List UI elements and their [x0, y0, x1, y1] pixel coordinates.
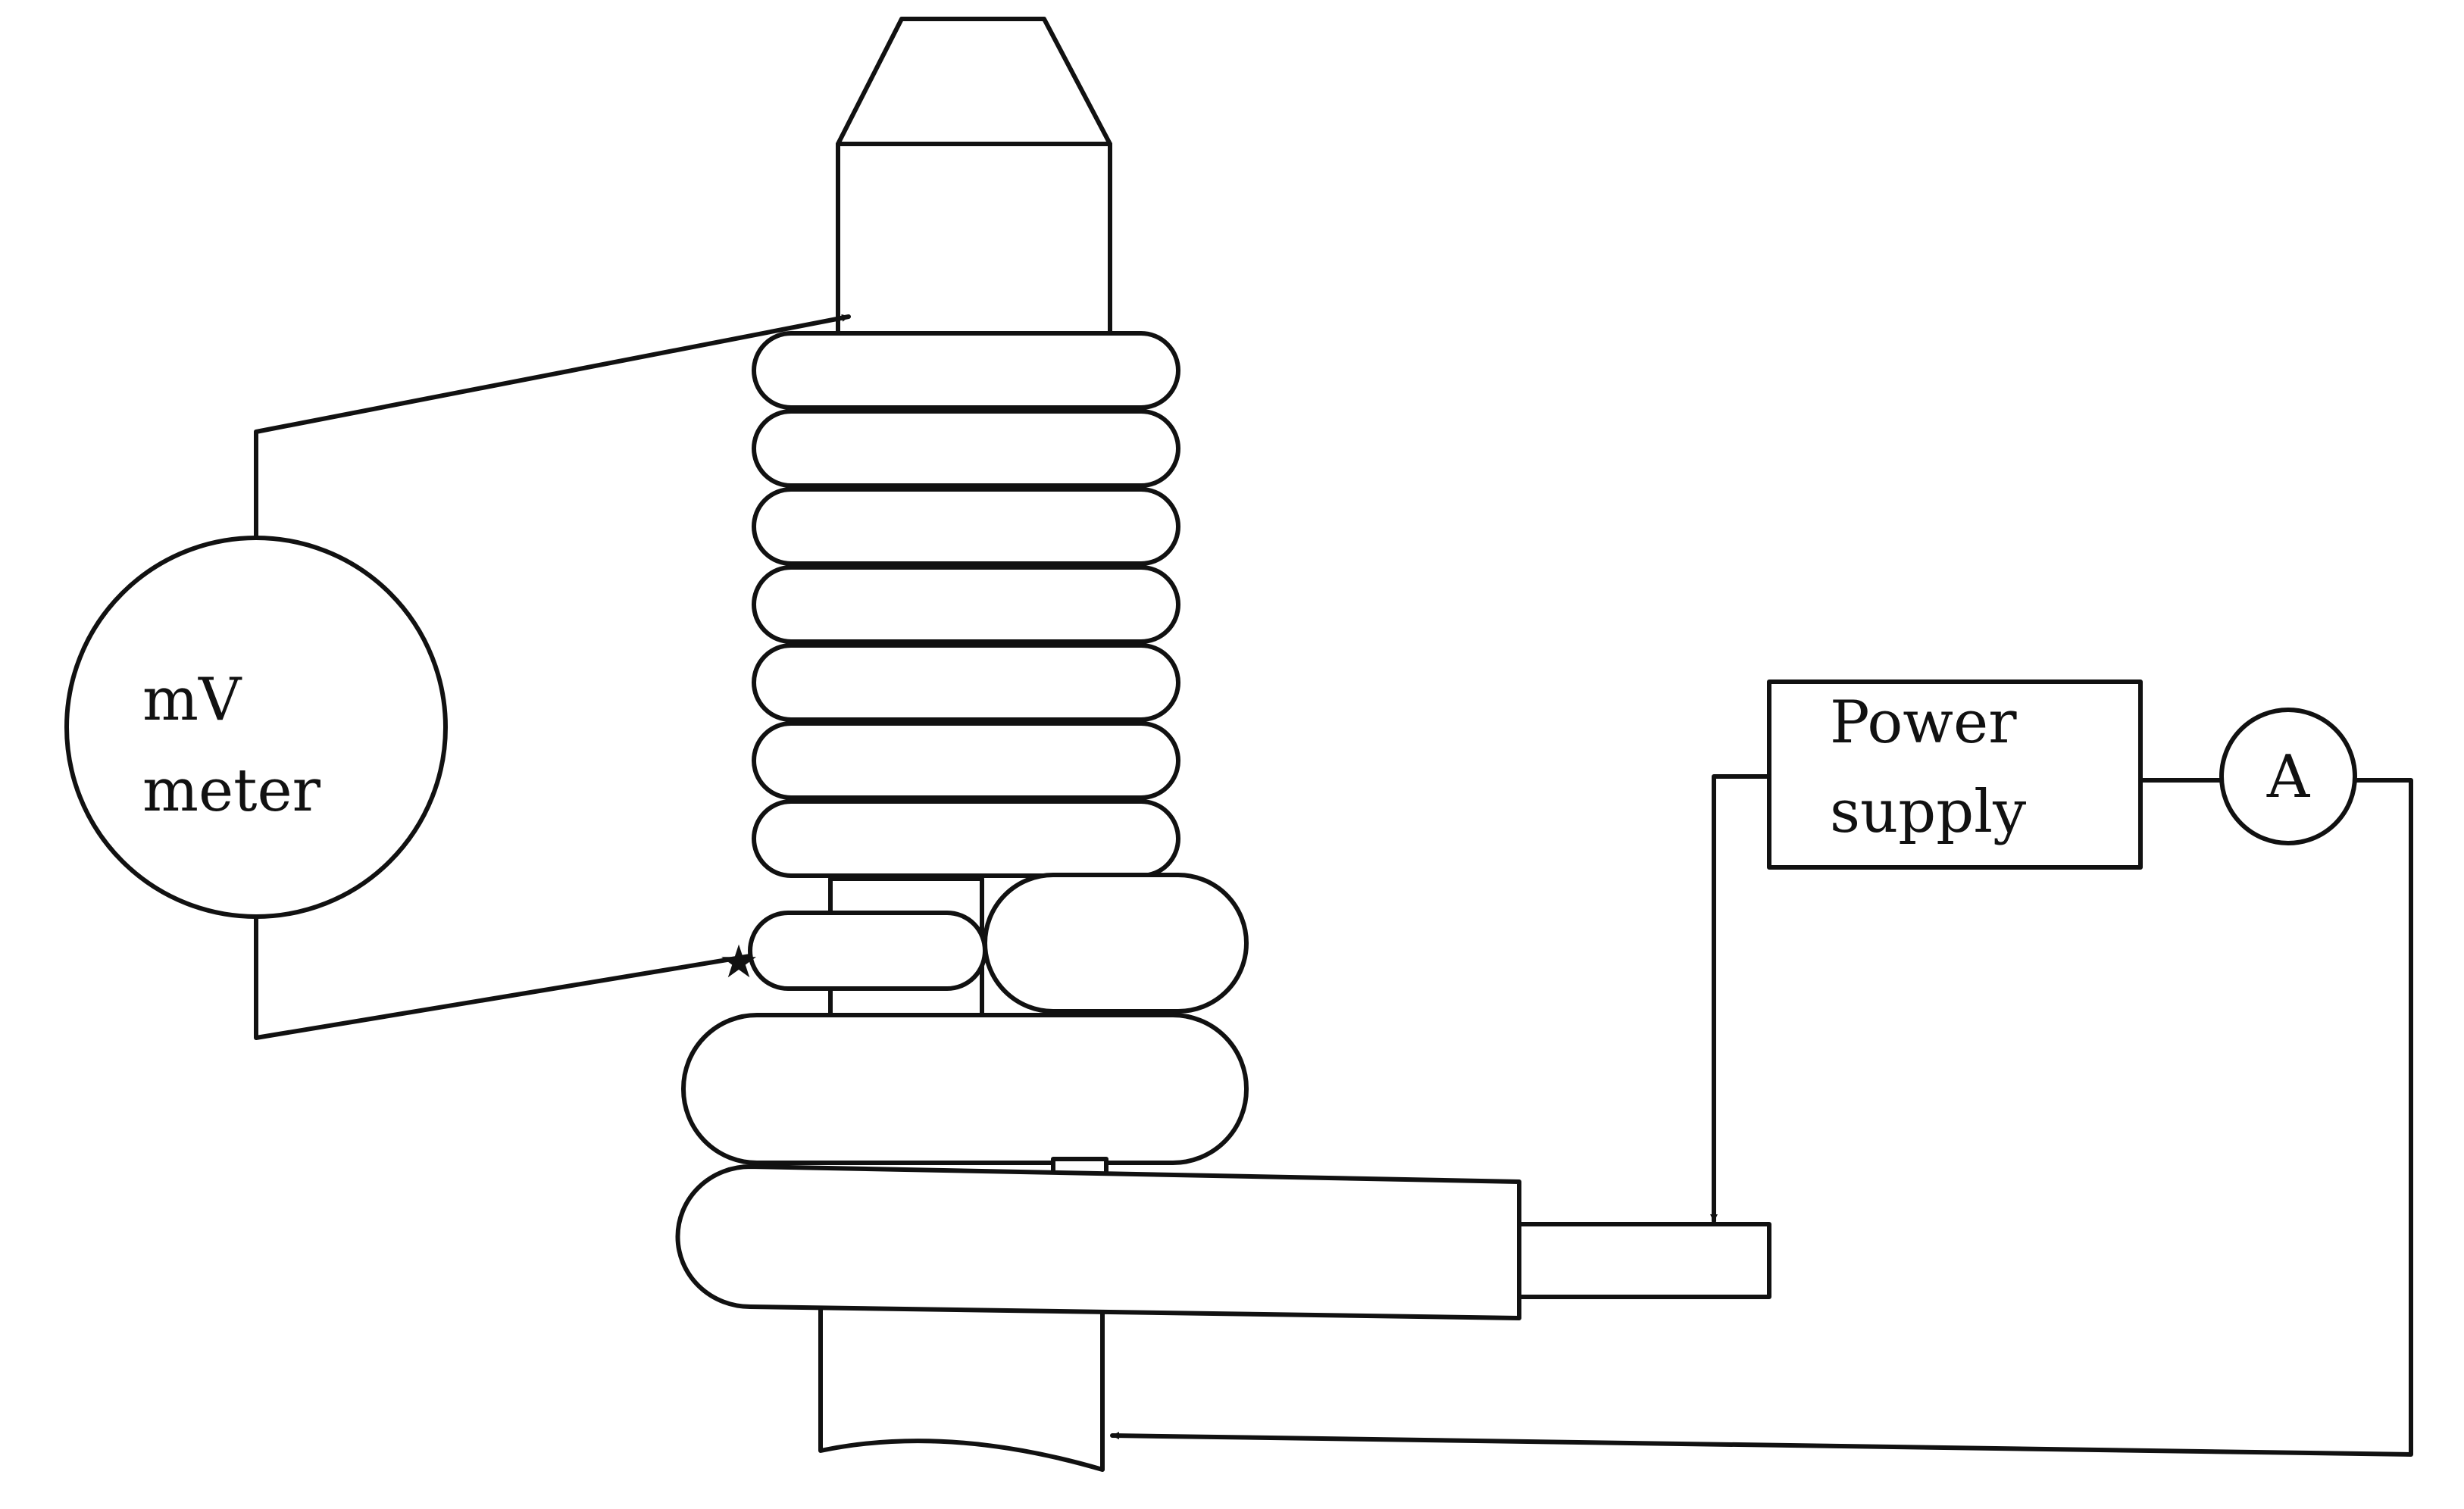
coil-turn — [752, 331, 1180, 410]
ammeter-label: A — [2266, 743, 2311, 811]
junction-star-icon: ★ — [718, 936, 759, 989]
ammeter — [2219, 708, 2357, 845]
power-supply-label-line1: Power — [1830, 689, 2017, 757]
coil-turn — [752, 721, 1180, 800]
mv-meter — [64, 536, 448, 919]
rod-tip — [836, 17, 1112, 146]
coil-turn — [752, 799, 1180, 878]
rod-lower-shaft — [818, 1288, 1105, 1472]
coil-turn — [752, 643, 1180, 722]
power-supply-label-line2: supply — [1830, 778, 2026, 846]
meter-lead-upper — [254, 314, 851, 540]
meter-lead-lower — [254, 914, 752, 1040]
mv-meter-label-line1: mV — [142, 666, 242, 734]
lower-coil-middle — [681, 1013, 1249, 1165]
coil-lead-outer — [1506, 1222, 1771, 1299]
lower-coil-bottom — [675, 1164, 1521, 1320]
mv-meter-label-line2: meter — [142, 757, 321, 825]
power-supply-box — [1767, 680, 2143, 870]
coil-turn — [752, 409, 1180, 488]
rod-upper-shaft — [836, 142, 1112, 343]
upper-coil — [752, 331, 1180, 878]
wire-supply-to-coil-lead — [1710, 774, 1771, 1223]
coil-turn — [752, 565, 1180, 644]
lower-coil-top — [983, 873, 1249, 1014]
thermocouple-probe — [748, 911, 987, 991]
coil-turn — [752, 487, 1180, 566]
wire-ammeter-to-rod — [1110, 778, 2413, 1457]
